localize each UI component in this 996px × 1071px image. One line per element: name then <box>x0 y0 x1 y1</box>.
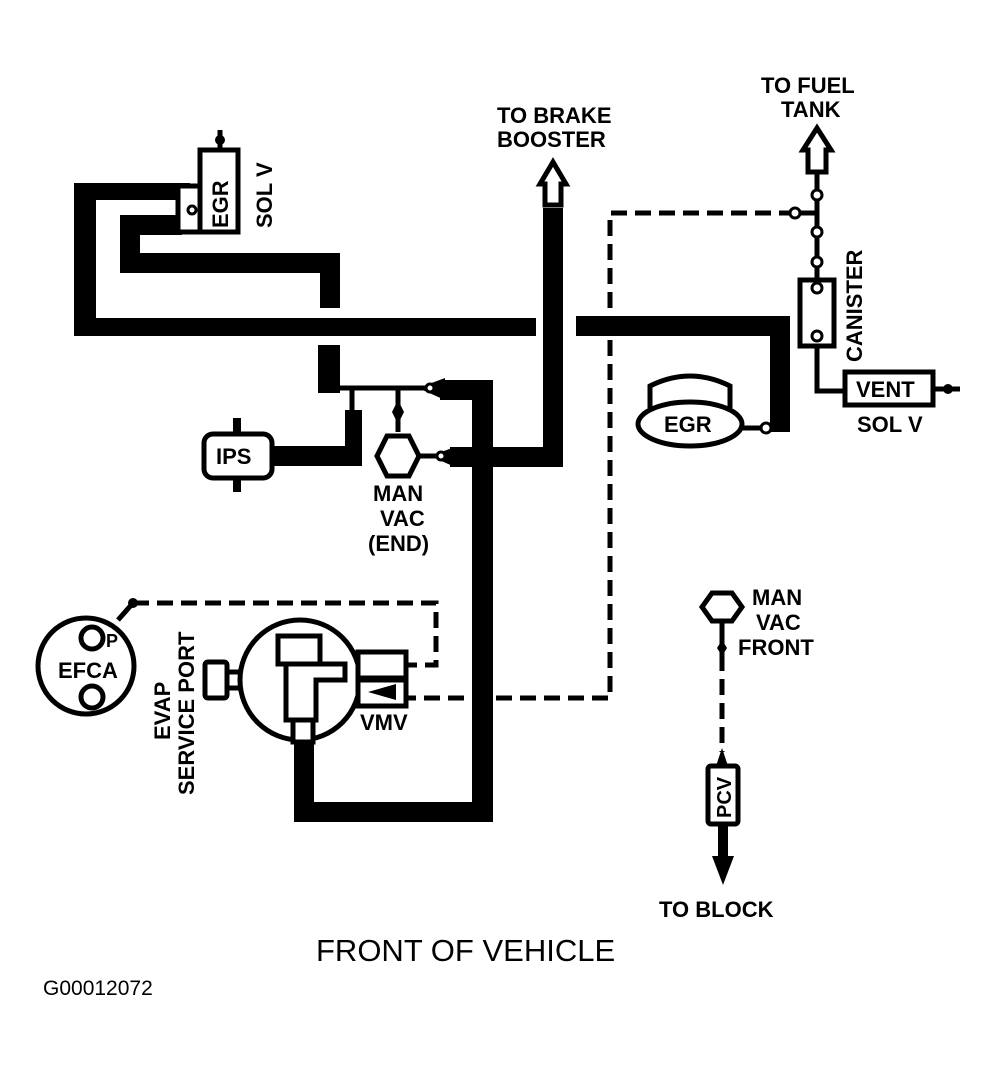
purge-line-canister-to-vmv <box>405 210 795 701</box>
man-vac-front-fitting[interactable]: MAN VAC FRONT <box>698 585 814 660</box>
vent-sol-v-side-label: SOL V <box>857 412 923 437</box>
efca-port-label: P <box>106 631 118 651</box>
evap-service-port-label-2: SERVICE PORT <box>174 631 199 795</box>
ips-label: IPS <box>216 444 251 469</box>
hose-tee-stub <box>318 345 340 393</box>
efca-label: EFCA <box>58 658 118 683</box>
man-vac-front-label-3: FRONT <box>738 635 814 660</box>
egr-valve-label: EGR <box>664 412 712 437</box>
egr-valve[interactable]: EGR <box>635 373 773 449</box>
hose-to-egr-valve <box>576 316 790 432</box>
hose-egr-sol-inner <box>120 215 340 308</box>
vent-sol-v-label: VENT <box>856 377 915 402</box>
hose-manvac-to-vmv <box>294 380 493 822</box>
hose-brake-booster-vertical <box>543 208 563 463</box>
terminal-icon <box>215 135 225 145</box>
arrow-up-icon <box>535 157 571 208</box>
man-vac-front-label-1: MAN <box>752 585 802 610</box>
ips-sensor[interactable]: IPS <box>201 418 275 492</box>
egr-sol-v-side-label: SOL V <box>252 162 277 228</box>
terminal-icon <box>943 384 953 394</box>
purge-line-efca-to-vmv <box>133 600 439 668</box>
brake-booster-label-1: TO BRAKE <box>497 103 612 128</box>
port-icon <box>128 598 138 608</box>
man-vac-end-fitting[interactable] <box>374 433 455 479</box>
evap-service-port-label-1: EVAP <box>150 682 175 740</box>
vent-solenoid-valve[interactable]: VENT SOL V <box>842 369 960 437</box>
fuel-tank-label-1: TO FUEL <box>761 73 855 98</box>
brake-booster-label-2: BOOSTER <box>497 127 606 152</box>
hose-ips <box>270 410 362 466</box>
efca[interactable]: P EFCA <box>35 615 137 717</box>
man-vac-end-label-2: VAC <box>380 506 425 531</box>
pcv-label: PCV <box>714 776 736 818</box>
vmv-label: VMV <box>360 710 408 735</box>
pcv-valve[interactable]: PCV TO BLOCK <box>659 748 774 922</box>
egr-sol-v-label: EGR <box>208 180 233 228</box>
arrow-down-icon <box>712 856 734 885</box>
canister[interactable]: CANISTER <box>797 249 867 362</box>
man-vac-end-label-3: (END) <box>368 531 429 556</box>
figure-id: G00012072 <box>43 977 153 1000</box>
hose-brake-booster-to-manvac <box>450 447 563 467</box>
hex-fitting-icon <box>374 433 422 479</box>
hex-fitting-icon <box>698 590 746 624</box>
diagram-title: FRONT OF VEHICLE <box>316 933 615 968</box>
arrow-up-icon <box>798 123 836 175</box>
man-vac-front-label-2: VAC <box>756 610 801 635</box>
hose-egr-sol-outer <box>74 183 536 336</box>
dashed-purge-lines <box>116 206 817 752</box>
fuel-tank-label-2: TANK <box>781 97 841 122</box>
brake-booster-outlet: TO BRAKE BOOSTER <box>497 103 612 208</box>
block-label: TO BLOCK <box>659 897 774 922</box>
heavy-hoses <box>74 183 790 822</box>
man-vac-end-label-1: MAN <box>373 481 423 506</box>
egr-solenoid-valve[interactable]: EGR SOL V <box>175 130 277 235</box>
man-vac-end-tee: MAN VAC (END) <box>340 378 455 556</box>
vmv-valve[interactable]: VMV <box>237 617 409 745</box>
fuel-tank-canister-branch: TO FUEL TANK CANISTER VENT SOL V <box>761 73 960 437</box>
canister-label: CANISTER <box>842 249 867 362</box>
